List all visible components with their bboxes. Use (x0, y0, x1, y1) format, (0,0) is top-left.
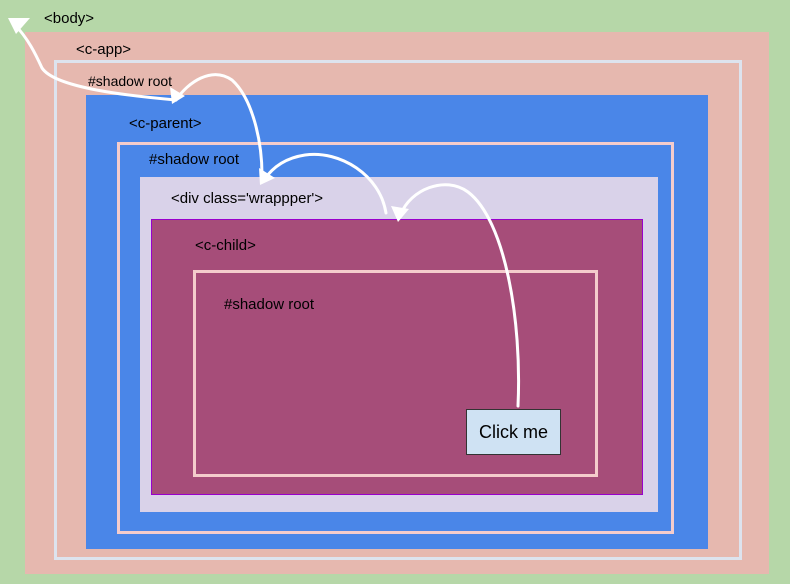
c-child-shadow-root-box (193, 270, 598, 477)
c-parent-shadow-root-box (117, 142, 674, 534)
c-child-label: <c-child> (195, 237, 256, 254)
c-app-shadow-root-label: #shadow root (88, 73, 173, 89)
c-child-box (151, 219, 643, 495)
c-child-shadow-root-label: #shadow root (224, 296, 315, 313)
c-parent-label: <c-parent> (129, 115, 202, 132)
c-app-label: <c-app> (76, 41, 132, 58)
body-label: <body> (44, 10, 95, 27)
wrapper-div-label: <div class='wrappper'> (171, 190, 324, 207)
c-parent-shadow-root-label: #shadow root (149, 151, 240, 168)
click-me-button[interactable]: Click me (466, 409, 561, 455)
c-app-shadow-root-box (54, 60, 742, 560)
